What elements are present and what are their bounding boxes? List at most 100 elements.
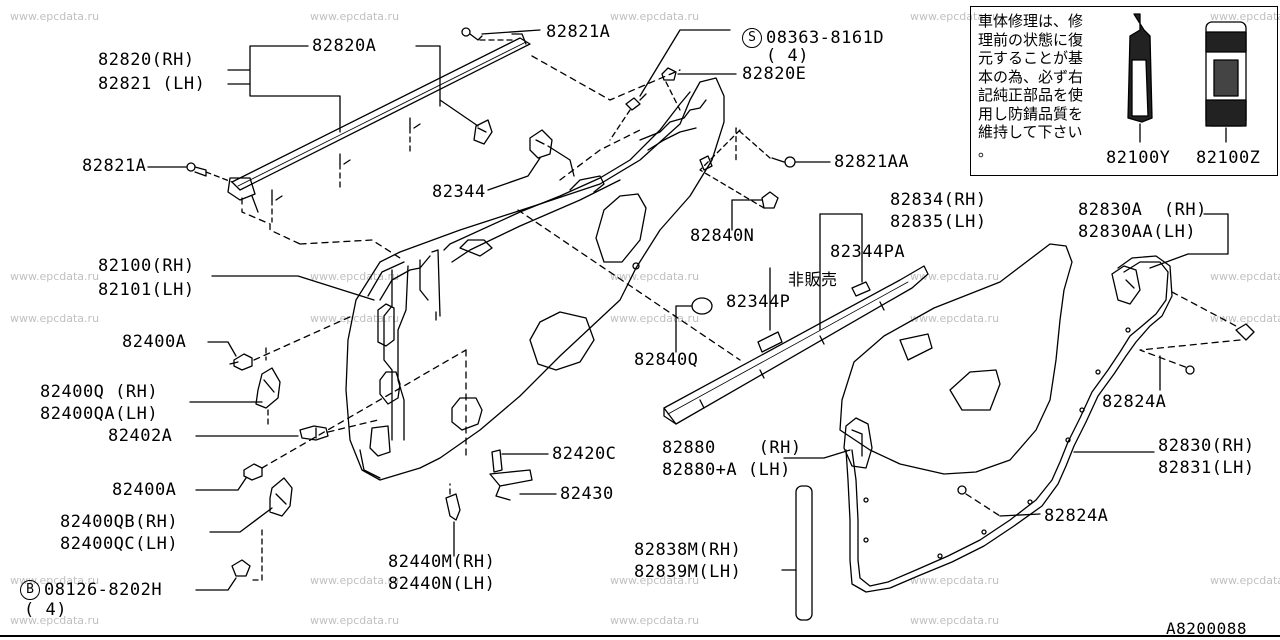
label-82820A: 82820A <box>312 36 377 56</box>
label-82838M: 82838M(RH) <box>634 540 742 560</box>
label-82400A-1: 82400A <box>122 332 187 352</box>
label-08363-qty: ( 4) <box>766 46 809 66</box>
watermark: www.epcdata.ru <box>1210 574 1280 587</box>
label-82820E: 82820E <box>742 64 807 84</box>
label-82100: 82100(RH) <box>98 256 195 276</box>
label-82824A-1: 82824A <box>1102 392 1167 412</box>
watermark: www.epcdata.ru <box>10 270 100 283</box>
hinge-82400QB <box>269 477 293 517</box>
label-82821A-left: 82821A <box>82 156 147 176</box>
post-82838M <box>795 485 813 621</box>
plug-82840Q <box>691 297 713 315</box>
watermark: www.epcdata.ru <box>910 312 1000 325</box>
watermark: www.epcdata.ru <box>10 10 100 23</box>
spray-can-82100Z <box>1205 21 1247 127</box>
label-82430: 82430 <box>560 484 614 504</box>
upper-rail-part <box>227 33 531 213</box>
bolt-08126 <box>231 559 251 577</box>
watermark: www.epcdata.ru <box>610 10 700 23</box>
piece-82344P <box>757 331 783 353</box>
watermark: www.epcdata.ru <box>10 614 100 627</box>
watermark: www.epcdata.ru <box>610 270 700 283</box>
bolt-08363 <box>625 93 647 111</box>
watermark: www.epcdata.ru <box>910 10 1000 23</box>
repair-note-box <box>970 6 1278 176</box>
piece-82344PA <box>851 281 871 297</box>
hinge-82400Q <box>255 367 281 409</box>
watermark: www.epcdata.ru <box>310 312 400 325</box>
watermark: www.epcdata.ru <box>310 574 400 587</box>
seal-82830 <box>845 255 1173 593</box>
diagram-code: A8200088 <box>1166 619 1248 638</box>
label-82400QC: 82400QC(LH) <box>60 534 179 554</box>
label-82344P: 82344P <box>726 292 791 312</box>
label-82821A-top: 82821A <box>546 22 611 42</box>
bracket-82880 <box>843 417 873 469</box>
clip-82820E <box>661 67 677 81</box>
outer-strip-82834 <box>663 265 929 425</box>
label-82830AA: 82830AA(LH) <box>1078 222 1197 242</box>
label-82402A: 82402A <box>108 426 173 446</box>
label-82100Z: 82100Z <box>1196 148 1261 168</box>
bracket-82830A <box>1111 265 1141 305</box>
watermark: www.epcdata.ru <box>1210 10 1280 23</box>
label-82400Q: 82400Q (RH) <box>40 382 159 402</box>
b-symbol: B <box>20 580 40 600</box>
watermark: www.epcdata.ru <box>10 312 100 325</box>
screw-82440M <box>445 493 461 521</box>
label-08363: 08363-8161D <box>766 28 885 48</box>
door-panel-82100 <box>345 77 725 481</box>
label-82100Y: 82100Y <box>1106 148 1171 168</box>
clip-82344 <box>529 129 553 159</box>
label-82830A: 82830A (RH) <box>1078 200 1207 220</box>
label-82830: 82830(RH) <box>1158 436 1255 456</box>
label-82831: 82831(LH) <box>1158 458 1255 478</box>
watermark: www.epcdata.ru <box>610 574 700 587</box>
watermark: www.epcdata.ru <box>910 270 1000 283</box>
clip-82840N <box>761 191 779 209</box>
label-82880A: 82880+A (LH) <box>662 460 791 480</box>
label-08126: 08126-8202H <box>44 580 163 600</box>
watermark: www.epcdata.ru <box>310 614 400 627</box>
label-82344PA: 82344PA <box>830 242 906 262</box>
watermark: www.epcdata.ru <box>610 312 700 325</box>
bolt-82402A <box>299 425 329 441</box>
watermark: www.epcdata.ru <box>310 10 400 23</box>
bolt-82400A-top <box>229 353 253 371</box>
label-82839M: 82839M(LH) <box>634 562 742 582</box>
label-82101: 82101(LH) <box>98 280 195 300</box>
label-82824A-2: 82824A <box>1044 506 1109 526</box>
label-08126-qty: ( 4) <box>24 600 67 620</box>
link-82430 <box>489 469 533 501</box>
label-82820: 82820(RH) <box>98 50 195 70</box>
clip-82824A-c <box>957 485 967 495</box>
label-82440N: 82440N(LH) <box>388 574 496 594</box>
watermark: www.epcdata.ru <box>910 614 1000 627</box>
clip-82824A-b <box>1185 365 1195 375</box>
label-82880: 82880 (RH) <box>662 438 802 458</box>
label-82821: 82821 (LH) <box>98 74 206 94</box>
clip-82820A <box>473 119 493 145</box>
label-82440M: 82440M(RH) <box>388 552 496 572</box>
label-82834: 82834(RH) <box>890 190 987 210</box>
sealant-tube-82100Y <box>1127 13 1153 123</box>
label-82840Q: 82840Q <box>634 350 699 370</box>
label-82344: 82344 <box>432 182 486 202</box>
clip-82824A-a <box>1235 323 1255 341</box>
watermark: www.epcdata.ru <box>1210 270 1280 283</box>
watermark: www.epcdata.ru <box>1210 312 1280 325</box>
label-82821AA: 82821AA <box>834 152 910 172</box>
bolt-82400A-bottom <box>243 463 263 481</box>
pin-82420C <box>491 449 503 473</box>
repair-note-text: 車体修理は、修 理前の状態に復 元することが基 本の為、必ず右 記純正部品を使 … <box>978 12 1084 160</box>
screw-82821AA <box>771 156 796 168</box>
label-82835: 82835(LH) <box>890 212 987 232</box>
watermark: www.epcdata.ru <box>910 574 1000 587</box>
screw-82821A-top <box>461 27 483 41</box>
label-82400QA: 82400QA(LH) <box>40 404 159 424</box>
watermark: www.epcdata.ru <box>610 614 700 627</box>
label-82840N: 82840N <box>690 226 755 246</box>
label-82420C: 82420C <box>552 444 617 464</box>
